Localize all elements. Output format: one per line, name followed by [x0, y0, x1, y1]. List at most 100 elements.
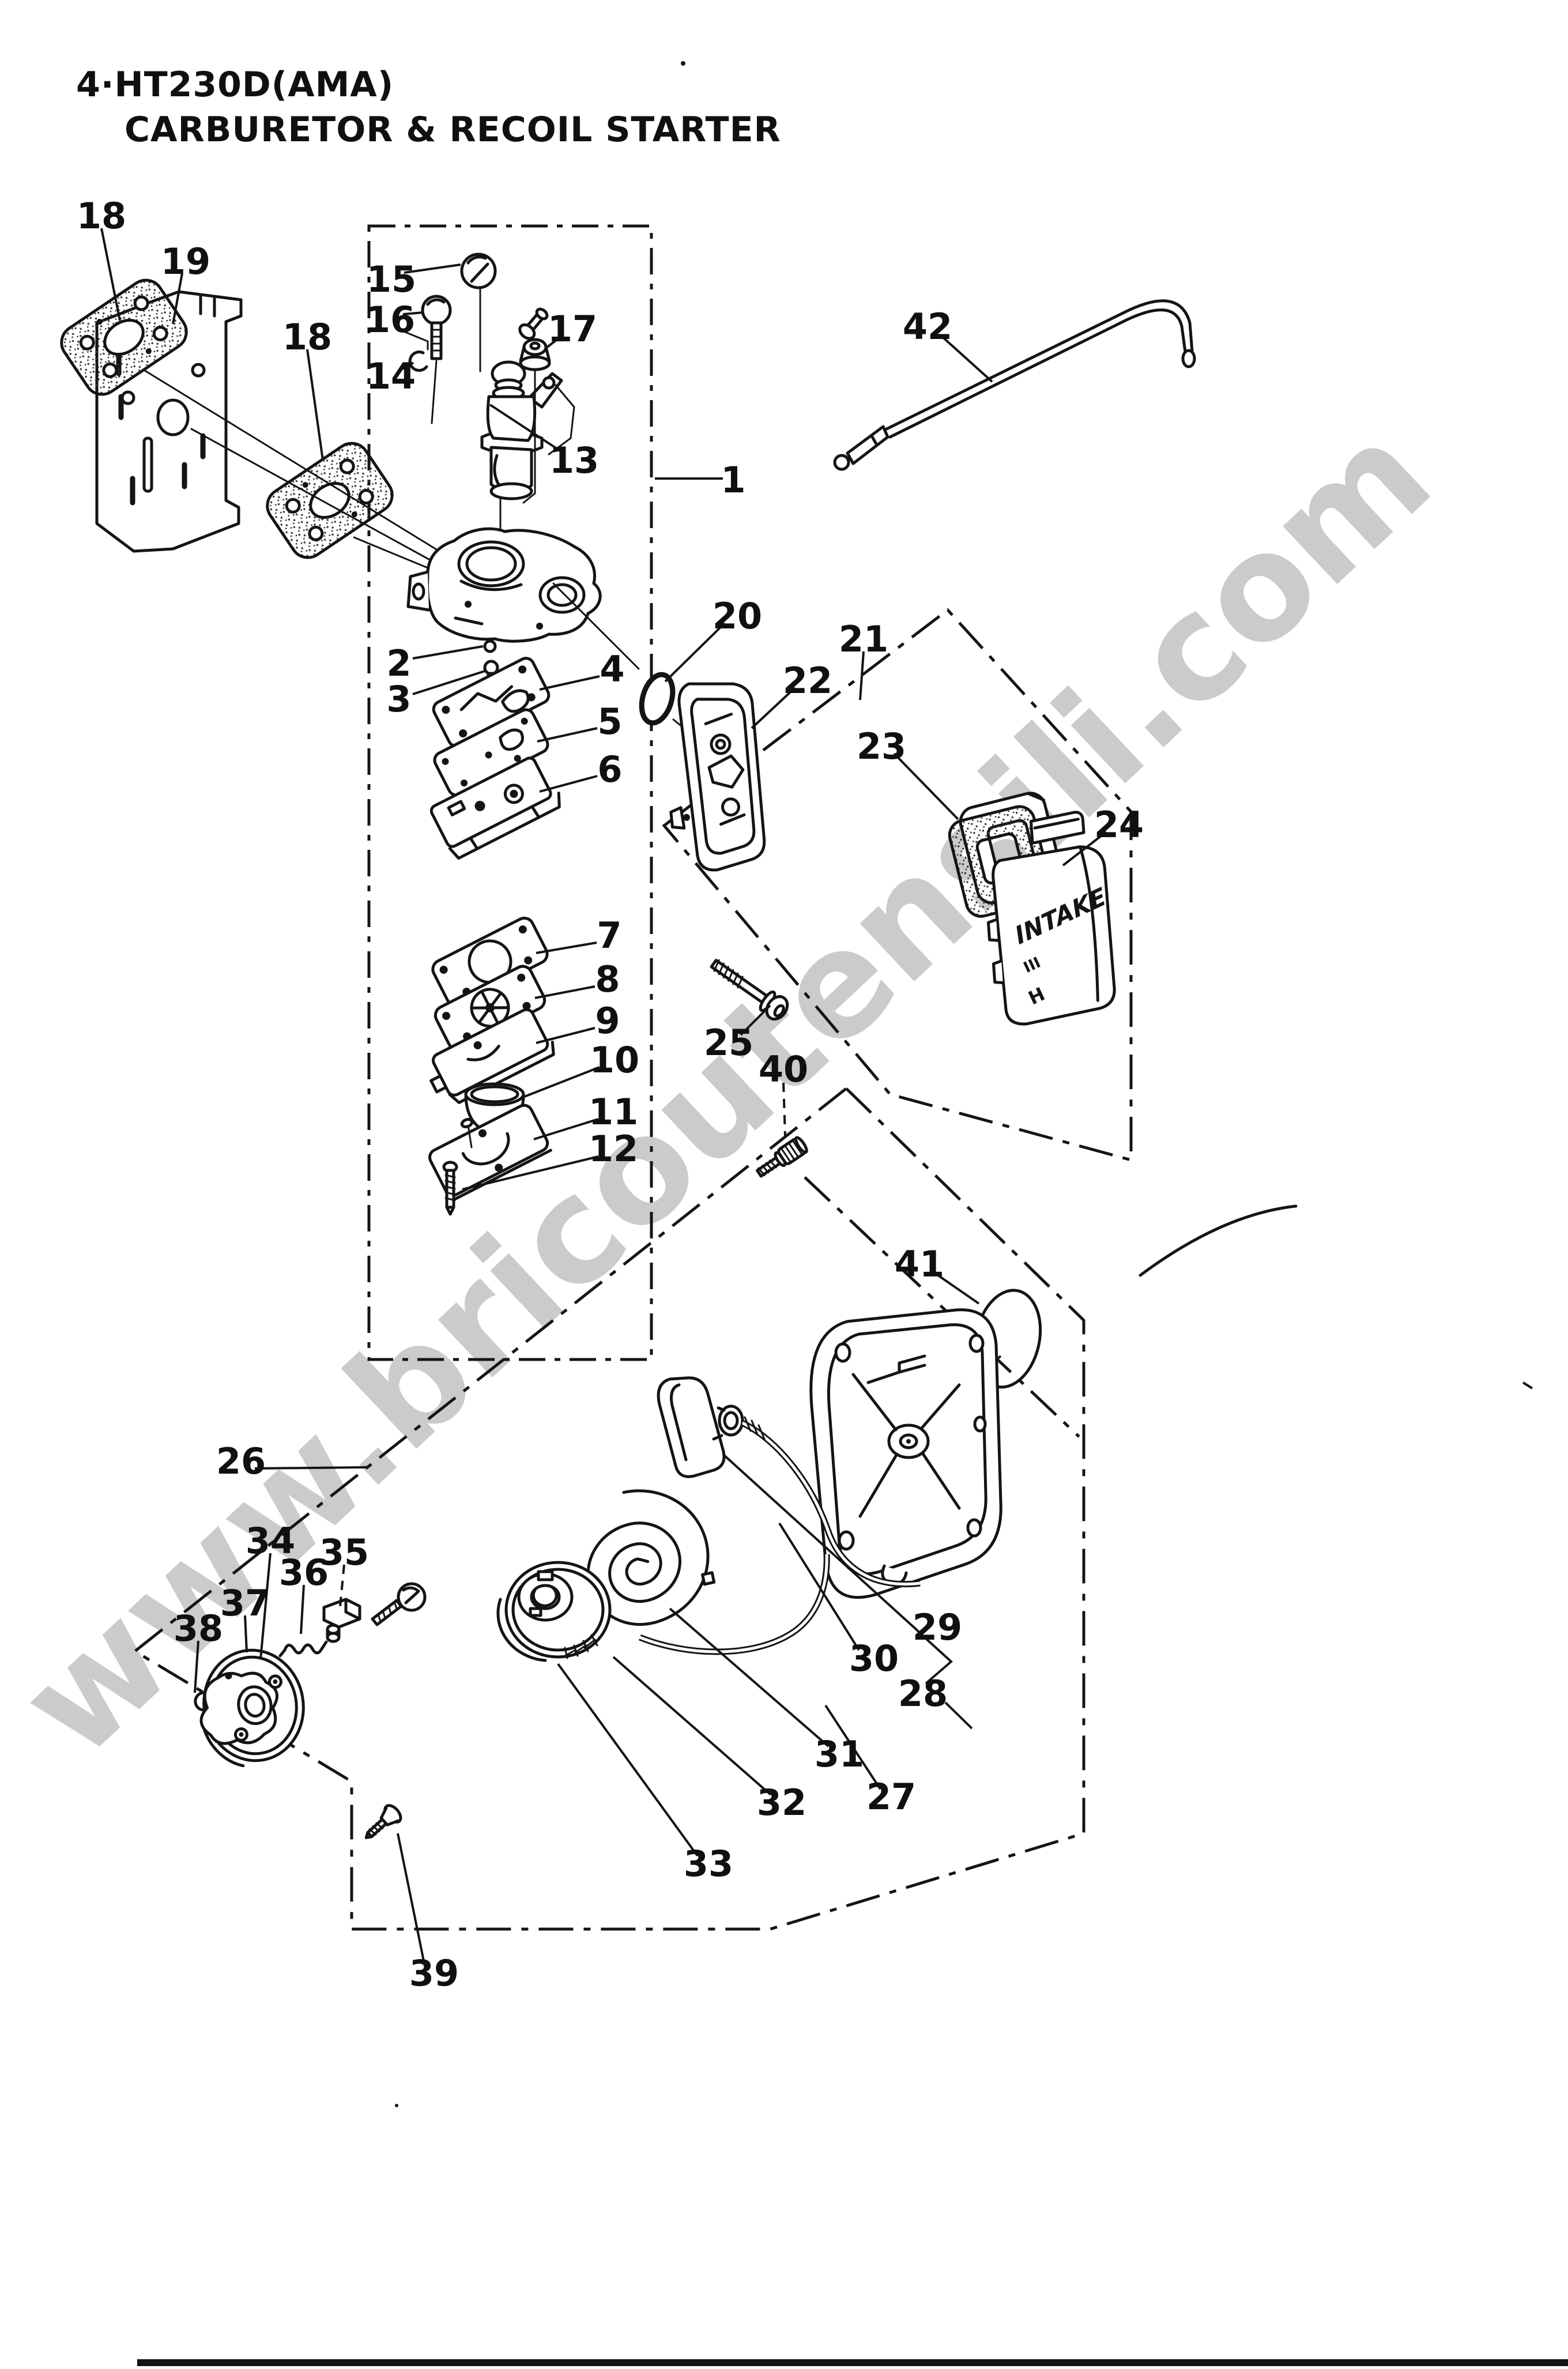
part-number-16: 16: [365, 299, 415, 341]
part-number-12: 12: [589, 1128, 638, 1170]
title-block: 4·HT230D(AMA) CARBURETOR & RECOIL STARTE…: [76, 65, 781, 150]
part-o-ring-20: [639, 672, 676, 726]
explode-axis-line-a: [143, 369, 491, 583]
part-grommet-17: [519, 338, 551, 504]
explode-axis-line-d: [552, 582, 640, 670]
part-metering-gasket-4: [432, 657, 551, 748]
leader-line-part-9: [536, 1027, 595, 1044]
part-number-7: 7: [597, 914, 621, 956]
part-number-25: 25: [704, 1022, 753, 1064]
part-pump-body-6: [429, 756, 561, 860]
part-number-27: 27: [866, 1776, 916, 1818]
part-number-14: 14: [366, 355, 416, 397]
part-number-30: 30: [849, 1637, 899, 1679]
page-subtitle: CARBURETOR & RECOIL STARTER: [125, 110, 781, 150]
leader-line-part-25: [740, 1004, 771, 1036]
part-air-cleaner-base-22: [669, 682, 766, 872]
leader-line-part-22: [751, 687, 796, 729]
part-number-42: 42: [903, 306, 952, 348]
part-number-36: 36: [279, 1551, 329, 1594]
leader-line-part-23: [893, 752, 959, 820]
leader-line-part-28: [944, 1701, 973, 1730]
leader-line-part-36: [300, 1584, 305, 1634]
leader-line-part-40: [782, 1082, 786, 1136]
leader-line-part-38: [194, 1640, 199, 1693]
part-number-34: 34: [246, 1520, 295, 1562]
part-number-19: 19: [161, 240, 210, 283]
part-fuel-cup-10: [464, 1082, 525, 1134]
leader-line-part-26: [254, 1466, 367, 1470]
part-number-41: 41: [895, 1243, 944, 1285]
leader-line-part-34: [259, 1553, 272, 1660]
part-number-10: 10: [590, 1039, 639, 1081]
leader-line-part-10: [524, 1066, 600, 1098]
leader-line-part-33: [557, 1663, 699, 1857]
leader-line-part-11: [533, 1118, 599, 1140]
part-number-3: 3: [386, 678, 411, 720]
leader-line-part-7: [536, 941, 597, 954]
leader-line-part-35: [339, 1564, 345, 1607]
part-number-38: 38: [174, 1607, 223, 1649]
part-screw-25: [710, 959, 789, 1021]
part-number-23: 23: [857, 725, 906, 767]
part-number-29: 29: [913, 1606, 962, 1648]
leader-line-part-42: [939, 334, 993, 383]
part-number-17: 17: [548, 308, 597, 350]
leader-line-part-24: [1062, 831, 1107, 867]
leader-line-part-13: [489, 404, 565, 454]
part-screw-12: [442, 1161, 458, 1216]
carburetor-group-boundary: [367, 224, 653, 1361]
part-number-35: 35: [319, 1531, 369, 1573]
leader-line-part-27: [824, 1704, 881, 1790]
part-number-2: 2: [386, 642, 411, 684]
leader-line-part-41: [931, 1270, 980, 1305]
part-number-32: 32: [757, 1782, 806, 1824]
part-starter-housing-27: [809, 1308, 1002, 1599]
leader-line-part-12: [462, 1155, 599, 1191]
leader-line-part-39: [397, 1833, 425, 1964]
part-clutch-drum-37: [199, 1648, 305, 1768]
leader-line-part-21: [859, 651, 865, 700]
part-cover-screw-small: [460, 1118, 474, 1148]
part-number-1: 1: [721, 459, 745, 501]
part-starter-rope-30: [638, 1416, 921, 1655]
part-carburetor-gasket-18b: [261, 436, 399, 564]
part-e-clip-38: [194, 1691, 207, 1712]
part-number-18: 18: [77, 195, 126, 237]
part-number-26: 26: [216, 1440, 266, 1482]
part-number-22: 22: [783, 660, 832, 702]
leader-line-part-30: [778, 1522, 860, 1651]
part-number-6: 6: [597, 748, 622, 790]
leader-line-part-19: [172, 273, 183, 325]
scan-speck: [681, 61, 685, 66]
part-number-4: 4: [600, 648, 624, 690]
part-pawl-spring-36: [278, 1640, 328, 1658]
scan-tick-mark: [1522, 1381, 1533, 1389]
part-rotor-screw-32: [371, 1582, 427, 1626]
part-number-11: 11: [589, 1091, 638, 1133]
leader-line-part-4: [539, 675, 600, 691]
leader-line-part-18: [100, 228, 121, 321]
leader-line-part-29: [723, 1454, 922, 1635]
page-title: 4·HT230D(AMA): [76, 65, 394, 105]
leader-line-part-17: [545, 335, 563, 349]
part-number-8: 8: [595, 958, 620, 1000]
bracket-29-30-to-28: [925, 1637, 953, 1685]
part-bolt-16: [421, 295, 452, 424]
handle-outline-arc: [1139, 1204, 1298, 1277]
part-recoil-spring-31: [586, 1489, 716, 1626]
recoil-axis-dashdot-line: [804, 1176, 1080, 1438]
leader-line-part-20: [664, 622, 726, 683]
part-number-9: 9: [595, 1000, 620, 1042]
part-number-28: 28: [898, 1673, 948, 1715]
leader-line-part-2: [412, 645, 484, 660]
part-number-5: 5: [597, 700, 622, 743]
leader-line-part-31: [669, 1607, 830, 1747]
part-fuel-cap-15: [460, 253, 497, 372]
part-number-13: 13: [549, 439, 599, 481]
part-number-31: 31: [815, 1733, 864, 1775]
part-number-20: 20: [713, 595, 762, 637]
part-screw-39: [364, 1804, 402, 1839]
